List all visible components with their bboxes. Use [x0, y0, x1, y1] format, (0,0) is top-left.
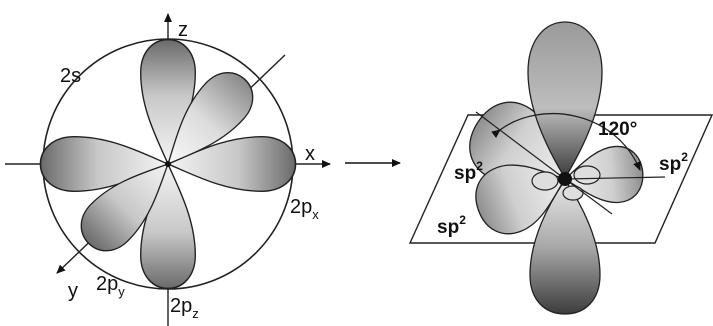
sp2-axis-3 — [564, 178, 613, 215]
label-x-axis: x — [305, 143, 315, 165]
label-z-axis: z — [178, 19, 188, 41]
angle-label: 120° — [598, 119, 637, 140]
p-lobe-bottom — [529, 178, 601, 315]
label-2px: 2px — [290, 196, 319, 222]
sp2-label-left: sp2 — [454, 159, 483, 184]
angle-arc — [491, 112, 641, 171]
label-2pz: 2pz — [170, 295, 199, 321]
label-2py: 2py — [96, 273, 125, 299]
nucleus — [165, 161, 171, 167]
left-orbital-diagram: 2s z x y 2px 2py 2pz — [5, 13, 331, 326]
sp2-label-right: sp2 — [659, 150, 688, 175]
label-y-axis: y — [68, 280, 78, 302]
right-sp2-diagram: 120° sp2 sp2 sp2 — [408, 21, 713, 315]
nucleus-right — [558, 172, 572, 186]
sp2-label-bottom: sp2 — [437, 213, 466, 238]
label-2s: 2s — [60, 65, 81, 87]
sp2-axis-2 — [564, 176, 666, 180]
